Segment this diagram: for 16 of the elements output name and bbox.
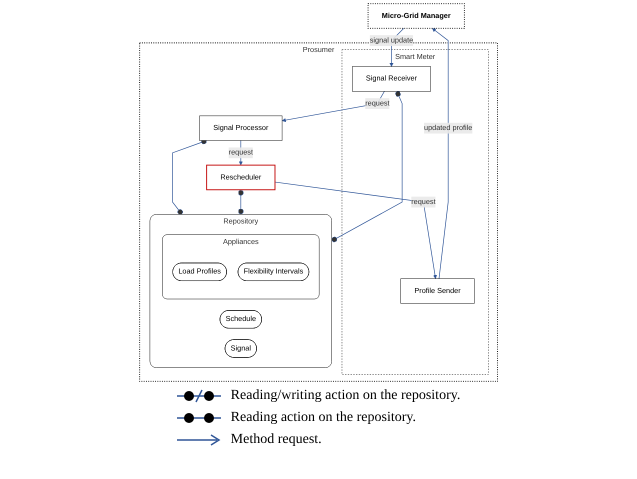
cluster <box>342 50 489 375</box>
arrow <box>432 28 448 280</box>
node-box <box>206 164 276 190</box>
legend-text: Reading action on the repository. <box>230 410 416 426</box>
node-box <box>352 66 431 92</box>
node-box <box>368 3 465 29</box>
connector <box>331 90 402 242</box>
node-box <box>199 116 282 141</box>
legend-text: Method request. <box>230 432 322 448</box>
node-box <box>400 278 474 304</box>
legend-text: Reading/writing action on the repository. <box>230 388 460 404</box>
cluster <box>150 214 332 368</box>
connector <box>172 138 207 215</box>
cluster <box>162 234 320 300</box>
arrow <box>274 182 437 279</box>
connector <box>238 189 244 215</box>
